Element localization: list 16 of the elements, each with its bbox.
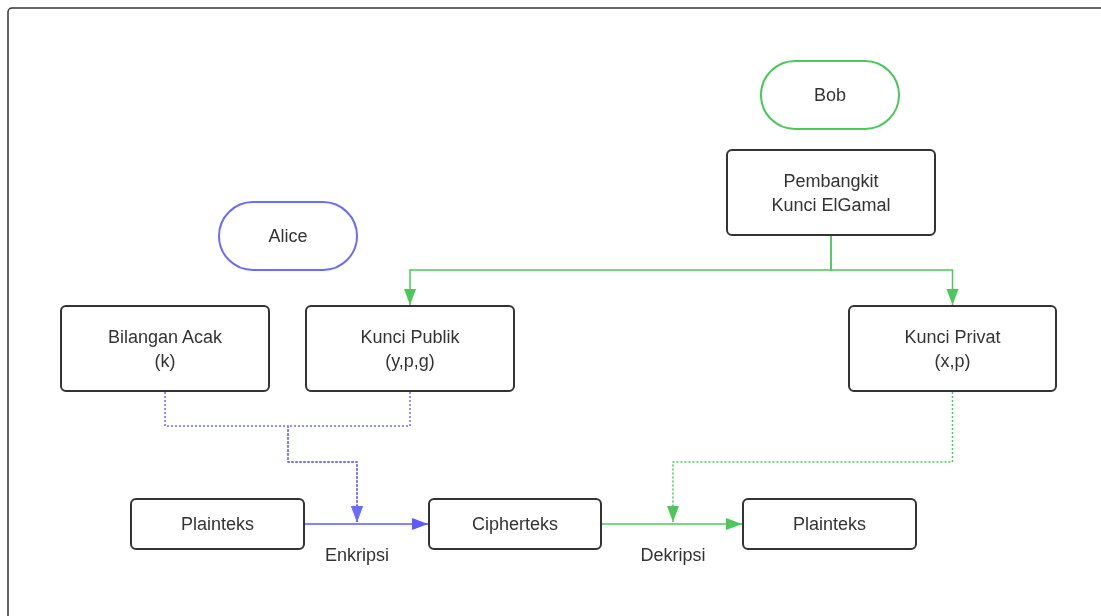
arrow [601,518,743,530]
dotted-arrow [287,391,411,523]
process-box: Kunci Publik (y,p,g) [305,305,515,392]
actor-terminal: Alice [218,201,358,271]
process-box: Pembangkit Kunci ElGamal [726,149,936,236]
process-box: Plainteks [130,498,305,550]
arrow [304,518,429,530]
actor-terminal: Bob [760,60,900,130]
process-box: Cipherteks [428,498,602,550]
process-box: Bilangan Acak (k) [60,305,270,392]
dotted-arrow [667,391,954,523]
process-box: Kunci Privat (x,p) [848,305,1057,392]
process-box: Plainteks [742,498,917,550]
arrow [830,235,959,306]
edge-label: Dekripsi [638,545,708,566]
edge-label: Enkripsi [323,545,391,566]
